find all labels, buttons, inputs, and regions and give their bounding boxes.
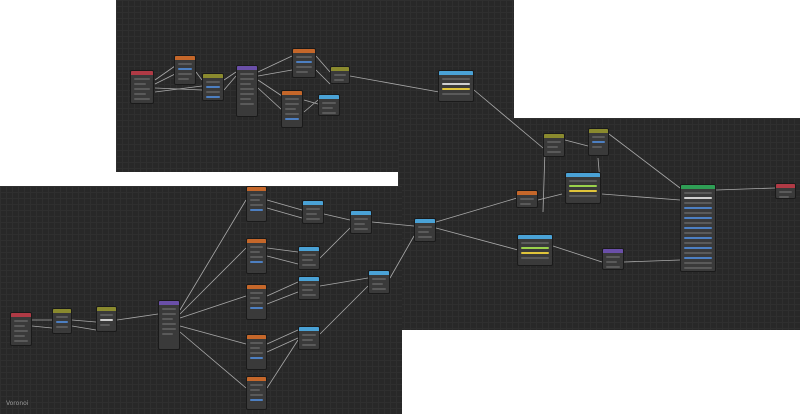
mapping-node-top[interactable] xyxy=(174,55,196,85)
converter-node-top-b[interactable] xyxy=(330,66,350,84)
color-node-b6[interactable] xyxy=(368,270,390,294)
vector-node-bottom[interactable] xyxy=(158,300,180,350)
converter-node-mid-a[interactable] xyxy=(543,133,565,157)
texture-node-b5[interactable] xyxy=(246,376,267,410)
editor-status-label: Voronoi xyxy=(6,400,29,407)
texture-node-b4[interactable] xyxy=(246,334,267,370)
vector-node-top[interactable] xyxy=(236,65,258,117)
tex-coord-node[interactable] xyxy=(130,70,154,104)
color-node-b2[interactable] xyxy=(298,246,320,270)
texture-node-top-b[interactable] xyxy=(281,90,303,128)
tex-coord-node-bottom[interactable] xyxy=(10,312,32,346)
texture-node-b2[interactable] xyxy=(246,238,267,274)
color-node-b3[interactable] xyxy=(298,276,320,300)
color-ramp-node-low[interactable] xyxy=(517,234,553,266)
mapping-node-bottom[interactable] xyxy=(52,308,72,334)
converter-node-bottom[interactable] xyxy=(96,306,117,332)
principled-bsdf-node[interactable] xyxy=(680,184,716,272)
color-node-b4[interactable] xyxy=(298,326,320,350)
texture-node-b1[interactable] xyxy=(246,186,267,222)
vector-node-low[interactable] xyxy=(602,248,624,270)
color-node-b1[interactable] xyxy=(302,200,324,224)
color-node-b5[interactable] xyxy=(350,210,372,234)
texture-node-mid[interactable] xyxy=(516,190,538,208)
color-ramp-node-top[interactable] xyxy=(438,70,474,102)
converter-node-top[interactable] xyxy=(202,73,224,101)
color-node-top[interactable] xyxy=(318,94,340,116)
color-node-b7[interactable] xyxy=(414,218,436,242)
color-ramp-node-mid[interactable] xyxy=(565,172,601,204)
material-output-node[interactable] xyxy=(775,183,796,199)
texture-node-b3[interactable] xyxy=(246,284,267,320)
node-editor-panel-bottom[interactable] xyxy=(0,186,402,414)
texture-node-top-a[interactable] xyxy=(292,48,316,78)
converter-node-mid-b[interactable] xyxy=(588,128,609,156)
